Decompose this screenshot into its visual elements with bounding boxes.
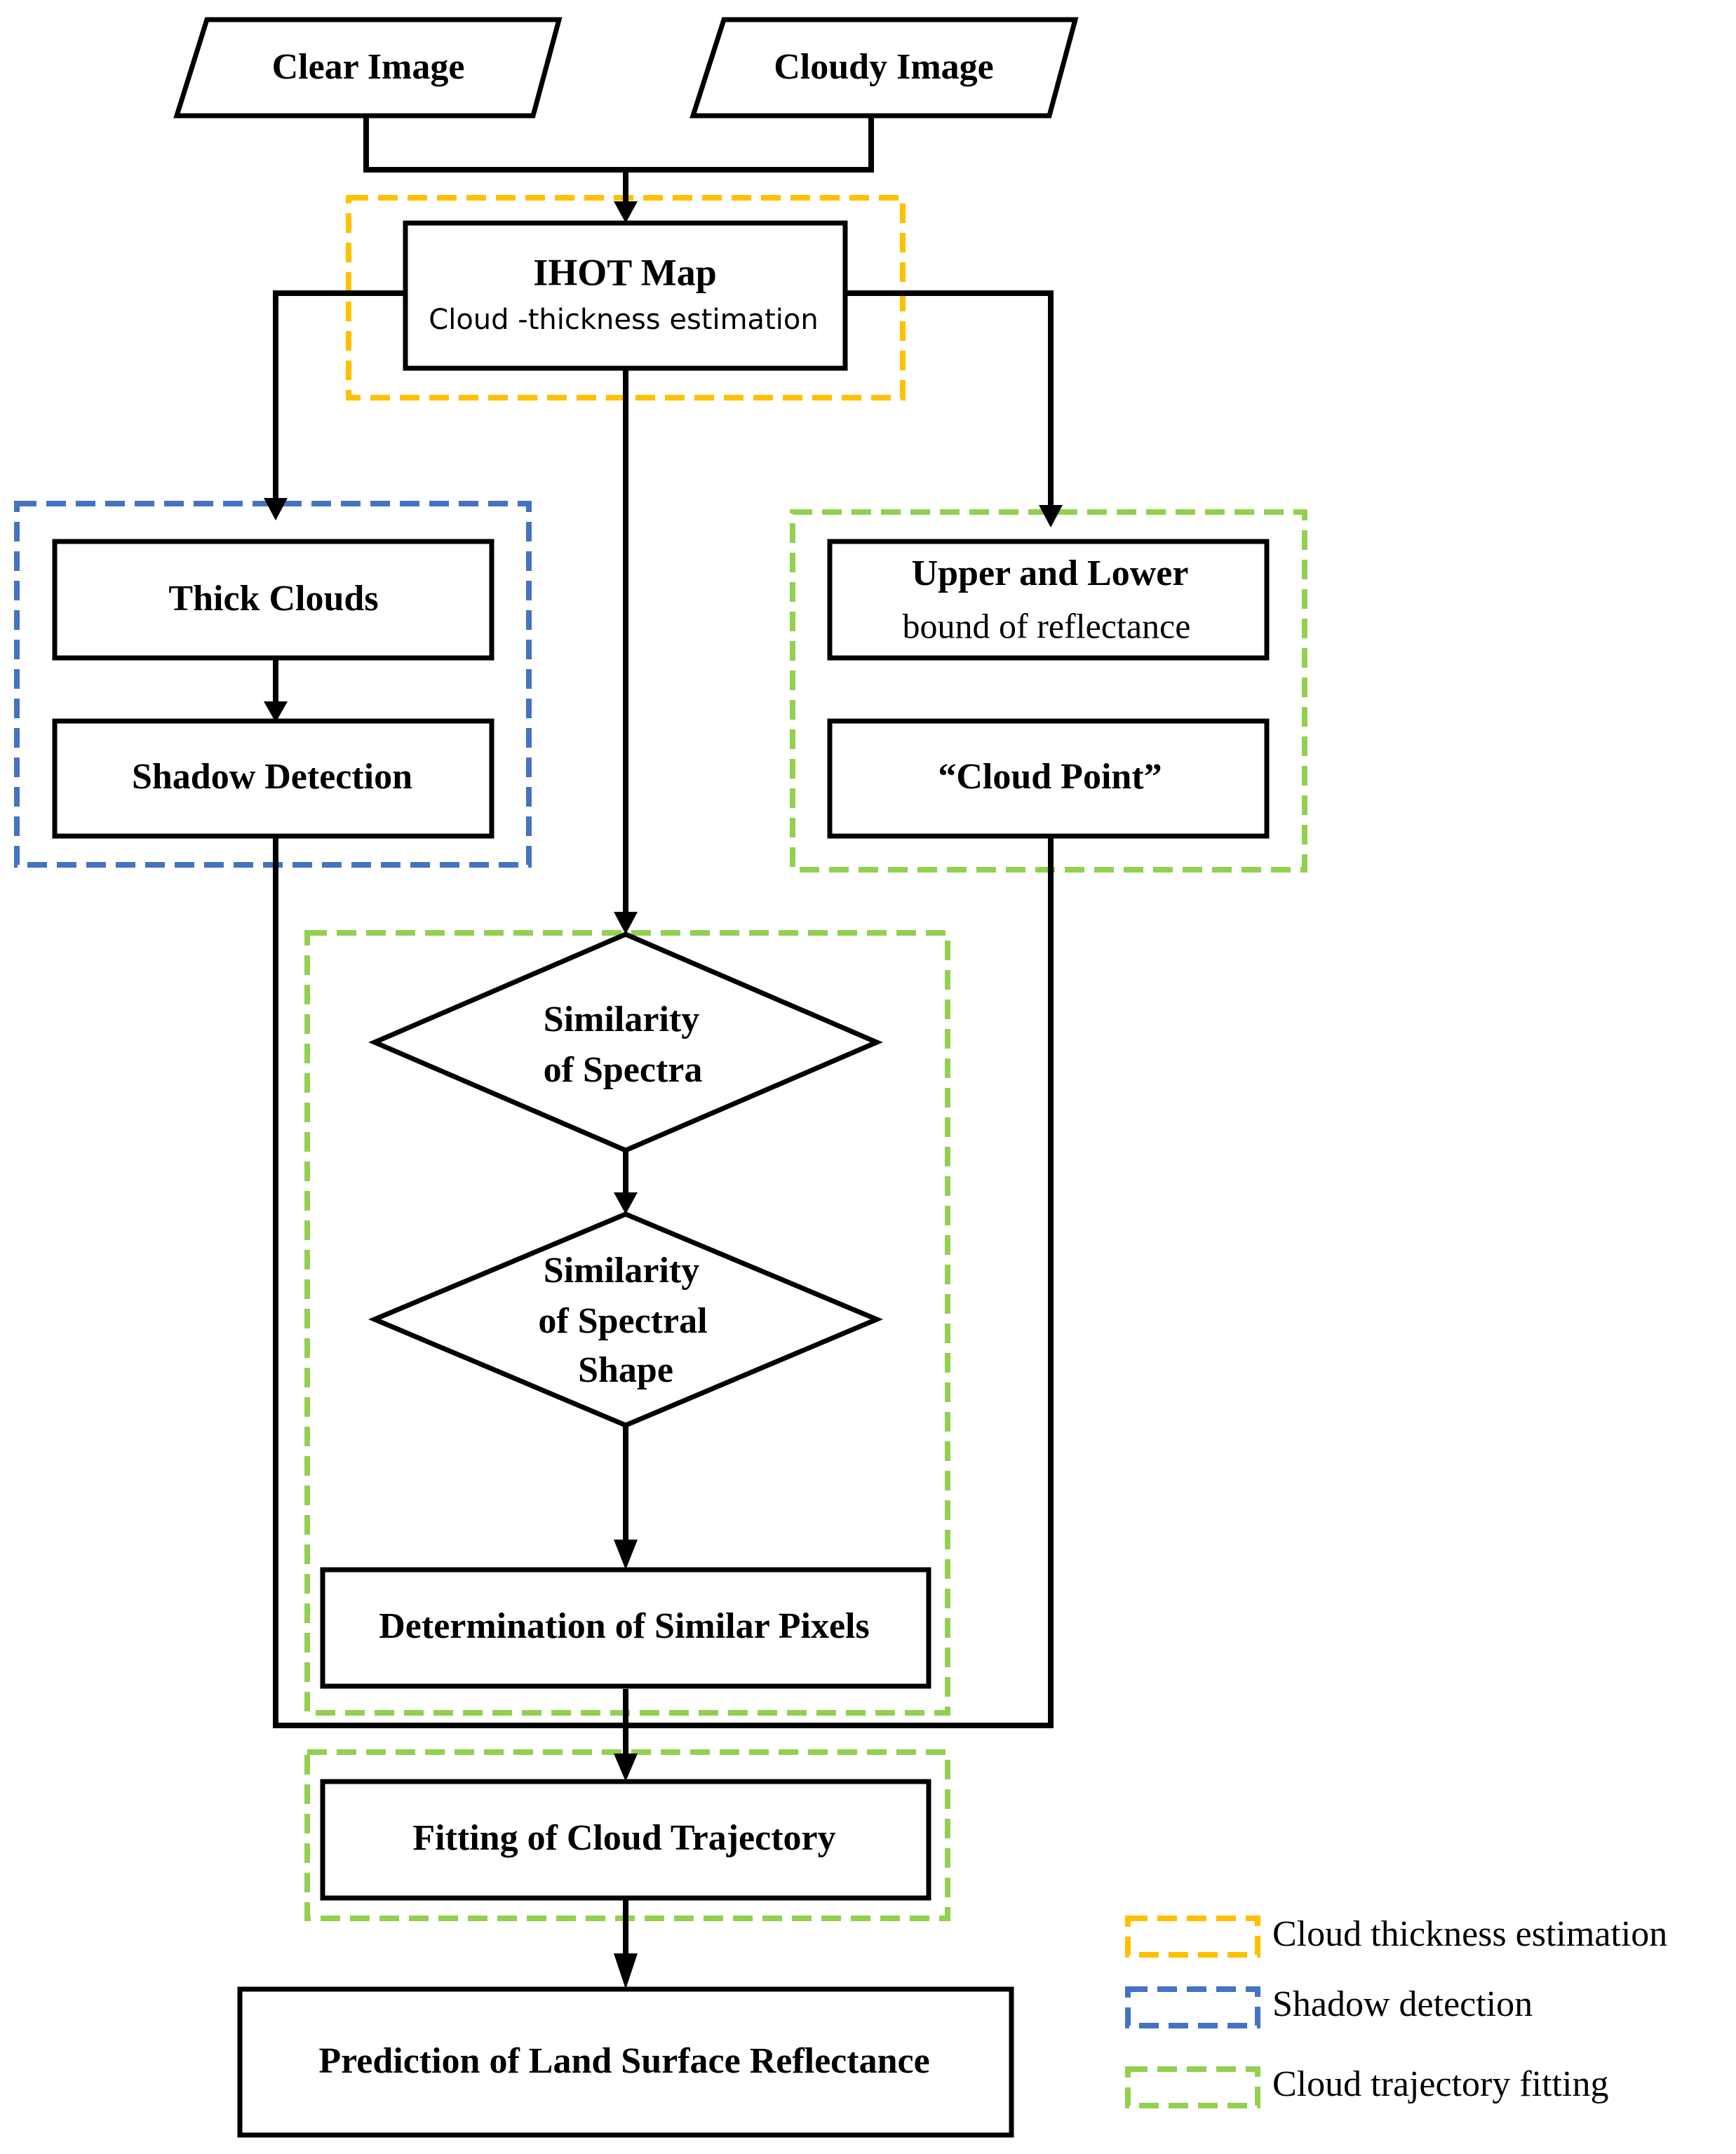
arrow-into-ihot	[614, 201, 638, 223]
shadow-detection-label: Shadow Detection	[132, 757, 412, 797]
legend-swatch-shadow	[1125, 1986, 1260, 2028]
edge-ihot-to-bounds	[845, 290, 1054, 509]
ihot-map-title: IHOT Map	[533, 251, 717, 293]
cloud-point-box	[827, 718, 1270, 839]
cloud-point-label: “Cloud Point”	[938, 757, 1162, 797]
cloudy-image-label: Cloudy Image	[774, 47, 993, 87]
node-cloud-point: “Cloud Point”	[827, 718, 1270, 839]
legend-item-thickness: Cloud thickness estimation	[1125, 1914, 1667, 1958]
ihot-map-box	[403, 220, 848, 371]
arrow-into-shape	[614, 1192, 638, 1214]
determination-label: Determination of Similar Pixels	[379, 1606, 870, 1646]
similarity-shape-line2: of Spectral	[538, 1301, 707, 1341]
node-similarity-shape: Similarity of Spectral Shape	[368, 1211, 884, 1428]
arrow-into-spectra	[614, 912, 638, 934]
node-ihot-map: IHOT Map Cloud -thickness estimation	[403, 220, 848, 371]
node-shadow-detection: Shadow Detection	[52, 718, 494, 839]
node-fitting: Fitting of Cloud Trajectory	[320, 1779, 931, 1901]
similarity-spectra-line2: of Spectra	[544, 1050, 703, 1090]
legend-label-thickness: Cloud thickness estimation	[1272, 1914, 1667, 1954]
connectors	[273, 116, 1054, 1957]
node-prediction: Prediction of Land Surface Reflectance	[237, 1986, 1014, 2138]
node-reflectance-bounds: Upper and Lower bound of reflectance	[827, 539, 1270, 661]
node-similarity-spectra: Similarity of Spectra	[368, 931, 883, 1153]
thick-clouds-box	[52, 539, 494, 661]
fitting-box	[320, 1779, 931, 1901]
arrow-into-thick-clouds	[264, 498, 288, 520]
similarity-shape-diamond	[368, 1211, 884, 1428]
legend-item-trajectory: Cloud trajectory fitting	[1125, 2064, 1608, 2108]
similarity-shape-line3: Shape	[578, 1350, 673, 1390]
node-clear-image: Clear Image	[173, 17, 563, 119]
legend-item-shadow: Shadow detection	[1125, 1984, 1533, 2028]
cloudy-image-shape	[689, 17, 1079, 119]
legend-swatch-thickness	[1125, 1916, 1260, 1958]
thick-clouds-label: Thick Clouds	[168, 579, 378, 619]
edge-inputs-merge	[363, 116, 874, 173]
reflectance-bounds-box	[827, 539, 1270, 661]
edge-ihot-to-thick-clouds	[273, 290, 405, 502]
edge-side-branches-merge	[273, 836, 1054, 1728]
determination-box	[320, 1567, 931, 1689]
arrow-into-fitting	[614, 1754, 638, 1782]
similarity-spectra-line1: Similarity	[544, 999, 699, 1039]
legend-swatch-trajectory	[1125, 2066, 1260, 2108]
arrow-into-shadow	[264, 701, 288, 722]
prediction-box	[237, 1986, 1014, 2138]
ihot-map-subtitle: Cloud -thickness estimation	[429, 304, 818, 336]
reflectance-bounds-title: Upper and Lower	[912, 553, 1189, 593]
reflectance-bounds-subtitle: bound of reflectance	[903, 606, 1191, 645]
arrow-into-bounds	[1039, 505, 1063, 527]
fitting-label: Fitting of Cloud Trajectory	[412, 1818, 835, 1858]
clear-image-label: Clear Image	[272, 47, 465, 87]
shadow-detection-box	[52, 718, 494, 839]
node-thick-clouds: Thick Clouds	[52, 539, 494, 661]
legend: Cloud thickness estimation Shadow detect…	[1125, 1914, 1667, 2108]
clear-image-shape	[173, 17, 563, 119]
node-cloudy-image: Cloudy Image	[689, 17, 1079, 119]
arrow-into-prediction	[614, 1953, 638, 1989]
legend-label-trajectory: Cloud trajectory fitting	[1272, 2064, 1608, 2104]
similarity-spectra-diamond	[368, 931, 883, 1153]
arrowheads	[264, 201, 1063, 1989]
prediction-label: Prediction of Land Surface Reflectance	[318, 2041, 929, 2081]
node-determination: Determination of Similar Pixels	[320, 1567, 931, 1689]
similarity-shape-line1: Similarity	[544, 1251, 699, 1291]
arrow-into-determination	[614, 1540, 638, 1570]
legend-label-shadow: Shadow detection	[1272, 1984, 1533, 2024]
